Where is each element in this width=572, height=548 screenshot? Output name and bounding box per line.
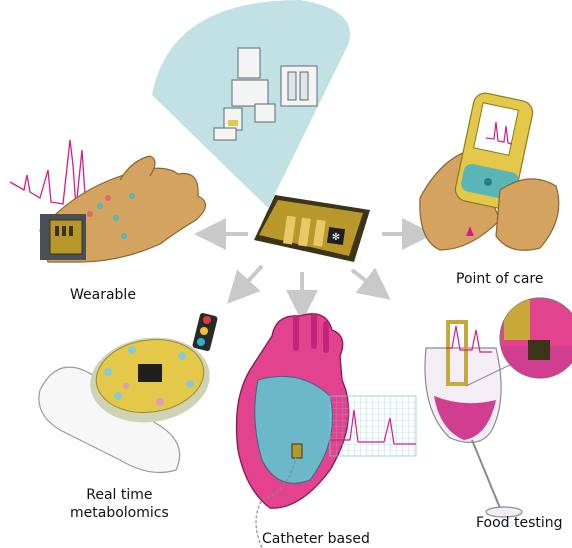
- label-catheter-based: Catheter based: [262, 531, 370, 547]
- arrow-to-metabolomics: [227, 264, 264, 304]
- sensor-chip-icon: ✻: [254, 195, 370, 262]
- label-wearable: Wearable: [70, 287, 136, 303]
- connection-arrows: [194, 218, 434, 322]
- arrow-to-food: [350, 267, 391, 300]
- wrist-hand-icon: [39, 155, 207, 263]
- traffic-light-icon: [192, 312, 218, 352]
- wearable-spectrum: [9, 139, 99, 215]
- instrument-cone-icon: [152, 0, 350, 208]
- wine-glass-icon: [424, 320, 523, 518]
- petri-dish-icon: [38, 337, 210, 473]
- svg-text:✻: ✻: [332, 232, 340, 243]
- handheld-reader-icon: [419, 92, 560, 251]
- label-food-testing: Food testing: [476, 515, 563, 531]
- label-real-time-metabolomics: Real time metabolomics: [70, 486, 169, 522]
- label-real-time-line2: metabolomics: [70, 505, 169, 521]
- label-real-time-line1: Real time: [86, 487, 153, 503]
- label-point-of-care: Point of care: [456, 271, 544, 287]
- heart-icon: [235, 313, 417, 548]
